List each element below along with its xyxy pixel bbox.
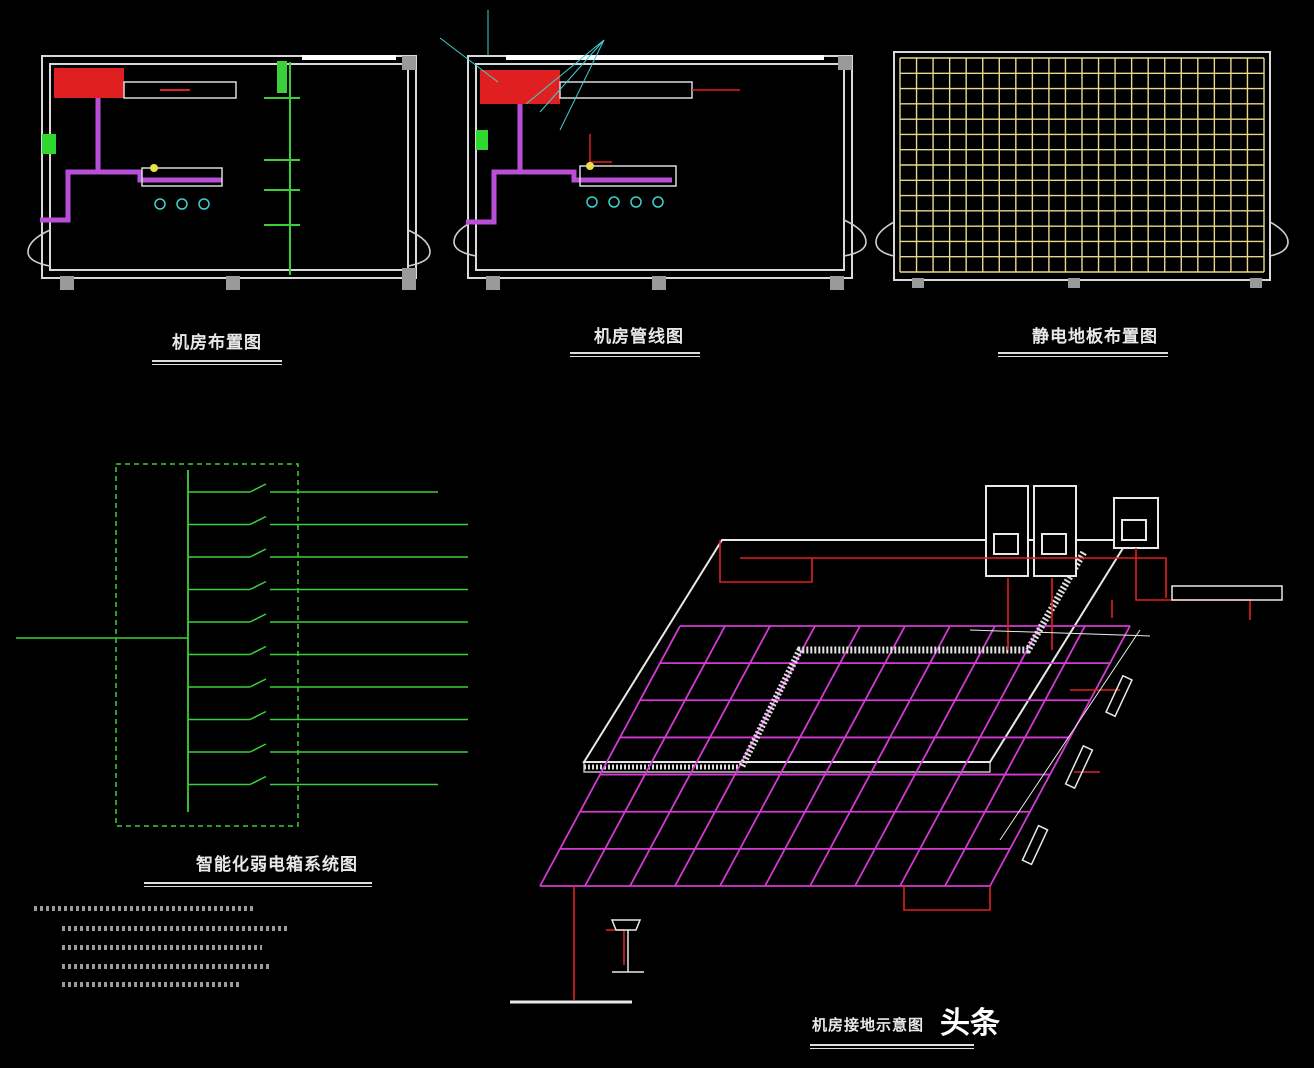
room-layout-plan [27, 55, 431, 290]
wall-columns [60, 56, 416, 290]
title-underline [998, 352, 1168, 357]
mesh-line [539, 625, 681, 887]
grounding-mesh [539, 625, 1131, 887]
mesh-line [899, 625, 1041, 887]
breaker-switch [249, 613, 267, 623]
room-layout-title: 机房布置图 [172, 333, 262, 353]
breaker-switch [249, 678, 267, 688]
mesh-line [719, 625, 861, 887]
room-pipe-plan [439, 10, 867, 290]
workstation [141, 164, 223, 210]
title-underline [152, 360, 282, 365]
grounding-diagram [510, 485, 1283, 1004]
note-text-line [34, 906, 254, 911]
distribution-title: 智能化弱电箱系统图 [196, 855, 358, 875]
room-pipe-title: 机房管线图 [594, 327, 684, 347]
wall-columns [912, 278, 1262, 288]
watermark-logo: 头条 [940, 1006, 1000, 1041]
mesh-line [629, 625, 771, 887]
leader-lines [439, 10, 605, 131]
purple-conduit [466, 104, 672, 225]
ground-busbar [1171, 585, 1283, 601]
title-underline [810, 1044, 974, 1049]
floor-grid-plan [875, 51, 1289, 288]
mesh-line [944, 625, 1086, 887]
note-text-line [62, 945, 262, 950]
note-text-line [62, 982, 242, 987]
mesh-line [764, 625, 906, 887]
rack-row [480, 70, 740, 104]
breaker-switch [249, 710, 267, 721]
title-underline [144, 882, 372, 887]
equipment-cabinets [985, 485, 1159, 577]
red-ground-wires [573, 540, 1251, 1000]
wall-columns [486, 56, 852, 290]
purple-conduit [40, 98, 222, 223]
cable-tray-lines [589, 134, 612, 163]
support-brackets [610, 674, 1133, 973]
grounding-title: 机房接地示意图 [812, 1016, 925, 1034]
floor-grid-title: 静电地板布置图 [1032, 327, 1158, 347]
door-arcs [875, 221, 1289, 257]
opening-white-bar [302, 55, 396, 60]
antistatic-floor-grid [899, 57, 1265, 273]
breaker-switch [249, 548, 267, 558]
mesh-line [584, 625, 726, 887]
leader-line [999, 629, 1141, 841]
note-text-line [62, 964, 272, 969]
distribution-system-diagram [16, 463, 468, 827]
opening-white-bar [506, 55, 824, 60]
mesh-line [854, 625, 996, 887]
breaker-switch [249, 515, 267, 526]
note-text-line [62, 926, 290, 931]
mesh-line [989, 625, 1131, 887]
distribution-box-outline [115, 463, 299, 827]
door-arcs [27, 229, 431, 267]
room-walls [893, 51, 1271, 281]
dimension-line [264, 61, 300, 275]
breaker-switch [249, 645, 267, 656]
mesh-line [809, 625, 951, 887]
rack-row [54, 68, 237, 99]
green-panel-box [42, 134, 56, 154]
breaker-switch [249, 743, 267, 753]
breaker-switch [249, 580, 267, 591]
breaker-switch [249, 775, 267, 786]
green-panel-box [476, 130, 488, 150]
cable-tray-hatched [738, 550, 1088, 768]
workstation [579, 162, 677, 208]
door-arcs [453, 219, 867, 257]
leader-line [969, 629, 1151, 637]
breaker-switch [249, 483, 267, 493]
title-underline [570, 352, 700, 357]
circuit-lines [188, 483, 468, 786]
